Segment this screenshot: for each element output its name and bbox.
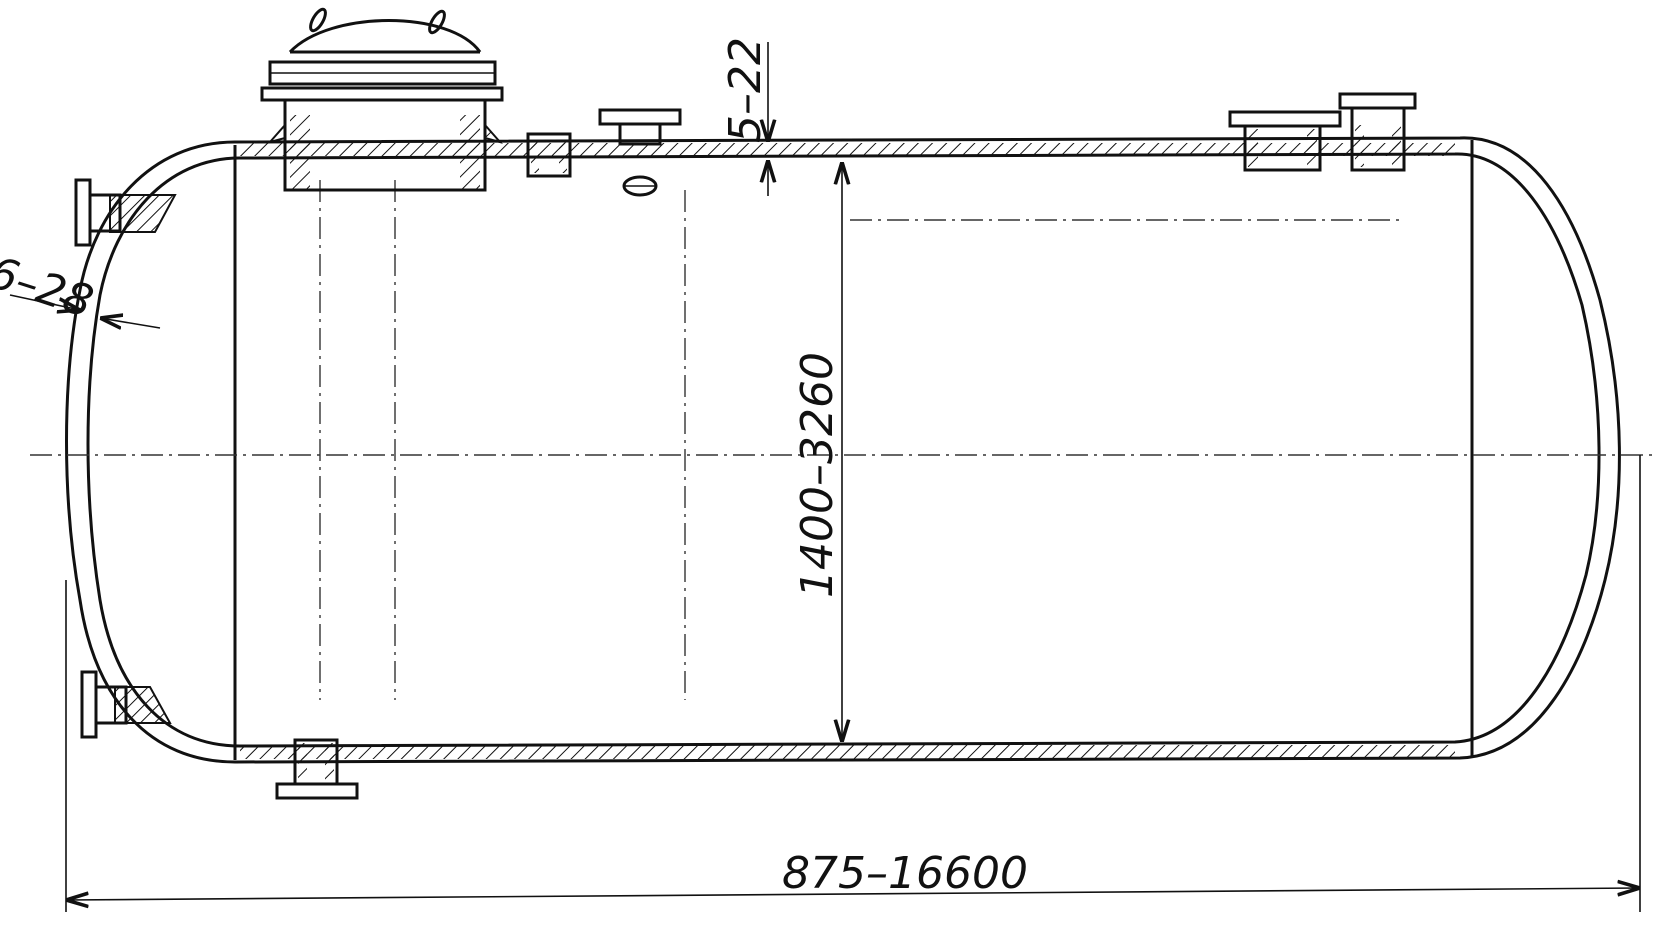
left-lower-nozzle-weld <box>114 686 172 724</box>
manway-neck-hatch-left <box>290 115 310 190</box>
coupling-body <box>526 132 572 178</box>
vessel-shell <box>65 136 1621 764</box>
right-nozzle-1-hatch-r <box>1307 129 1317 167</box>
head-thickness-arrow-inner <box>100 318 161 328</box>
coupling-hatch-right <box>559 137 567 173</box>
diameter-label: 1400–3260 <box>792 352 843 598</box>
length-dimension-line <box>66 888 1640 900</box>
nozzle-flange <box>598 108 682 126</box>
drain-hatch-r <box>325 743 334 781</box>
coupling-hatch-left <box>531 137 539 173</box>
top-nozzle-small <box>598 108 682 197</box>
nozzle-neck <box>618 122 662 146</box>
head-thickness-dimension: 6–28 <box>0 247 161 328</box>
manway-cover <box>288 19 482 54</box>
right-nozzle-1-hatch-l <box>1248 129 1258 167</box>
right-nozzle-2-neck <box>1350 106 1406 172</box>
bottom-drain-nozzle <box>275 738 359 800</box>
manway-weld-right <box>484 122 503 144</box>
manway-neck-hatch-right <box>460 115 480 190</box>
center-lines <box>30 180 1655 700</box>
right-top-nozzles <box>1228 92 1417 172</box>
length-dimension: 875–16600 <box>65 455 1641 912</box>
drain-hatch-l <box>298 743 307 781</box>
right-nozzle-2-hatch-l <box>1355 125 1364 167</box>
manway-weld-left <box>267 122 286 144</box>
left-upper-nozzle-flange <box>74 178 92 247</box>
right-nozzle-1-neck <box>1243 124 1322 172</box>
vessel-outer-contour <box>65 136 1621 764</box>
drain-flange <box>275 782 359 800</box>
right-nozzle-2-hatch-r <box>1392 125 1401 167</box>
shell-top-hatch <box>240 143 1455 156</box>
right-nozzle-2-flange <box>1338 92 1417 110</box>
shell-thickness-dimension: 5–22 <box>720 37 771 196</box>
left-head-nozzles <box>74 178 177 739</box>
manway-nozzle <box>260 7 504 192</box>
diameter-dimension: 1400–3260 <box>792 162 843 742</box>
manway-flange-lower <box>260 86 504 102</box>
shell-thickness-label: 5–22 <box>720 37 771 143</box>
left-lower-nozzle-flange <box>80 670 98 739</box>
left-upper-nozzle-weld <box>109 194 177 233</box>
length-label: 875–16600 <box>782 848 1028 899</box>
shell-bottom-hatch <box>240 745 1455 759</box>
right-nozzle-1-flange <box>1228 110 1342 128</box>
small-coupling <box>526 132 572 178</box>
head-thickness-arrow-outer <box>9 294 80 310</box>
cover-bolt-left <box>309 7 327 33</box>
head-thickness-label: 6–28 <box>0 247 99 328</box>
cover-bolt-right <box>428 9 446 35</box>
vessel-inner-contour <box>86 152 1601 748</box>
